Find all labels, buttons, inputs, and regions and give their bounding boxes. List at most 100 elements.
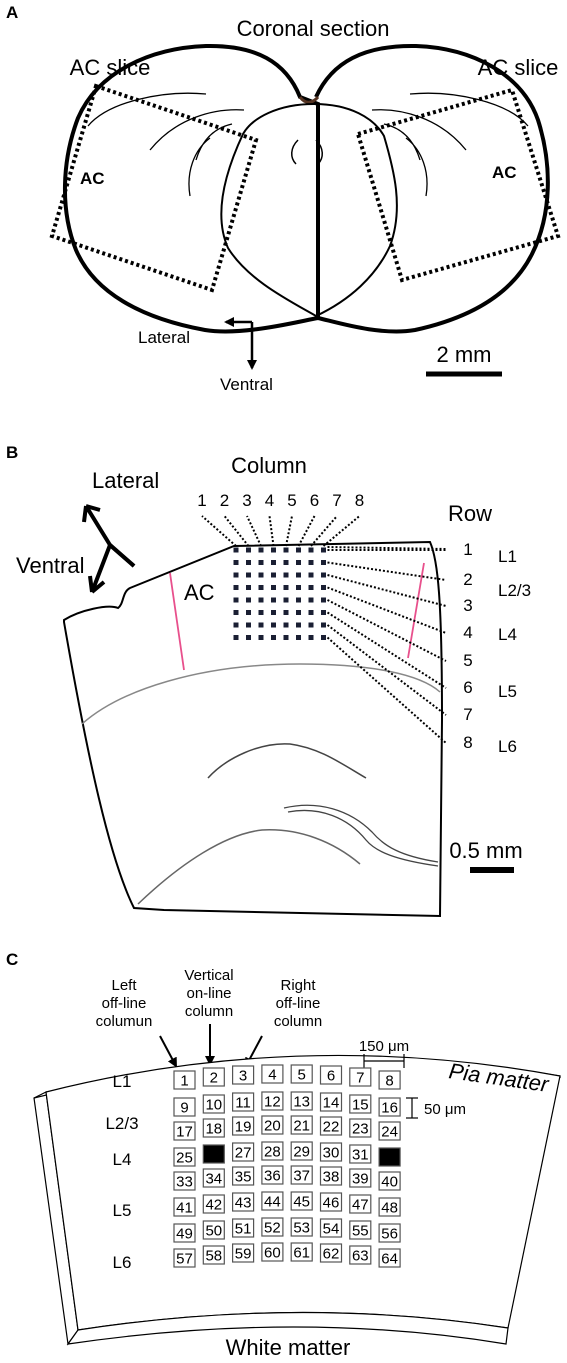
- panel-c-layer-label: L4: [113, 1150, 132, 1169]
- row-guide-line: [327, 561, 447, 581]
- svg-text:Vertical: Vertical: [184, 967, 233, 984]
- channel-number: 17: [176, 1124, 193, 1141]
- row-number: 7: [463, 705, 472, 724]
- channel-number: 42: [205, 1197, 222, 1214]
- electrode-site: [308, 572, 314, 578]
- channel-box: [202, 1245, 225, 1265]
- electrode-site: [283, 622, 289, 628]
- row-guide-line: [327, 599, 447, 662]
- brain-inner-region: [220, 102, 398, 318]
- column-guide-line: [201, 515, 237, 547]
- channel-number: 45: [293, 1194, 310, 1211]
- channel-box: [349, 1194, 372, 1214]
- channel-number: 29: [293, 1144, 310, 1161]
- electrode-site: [296, 597, 301, 603]
- electrode-site: [308, 585, 314, 590]
- electrode-site: [296, 585, 301, 590]
- svg-text:Right: Right: [280, 977, 316, 994]
- electrode-site: [233, 597, 239, 603]
- electrode-site: [321, 572, 326, 578]
- left-ac-slice-box: [49, 83, 259, 293]
- column-number: 8: [355, 491, 364, 510]
- panel-a-letter: A: [6, 3, 18, 22]
- electrode-site: [321, 622, 326, 628]
- channel-number: 52: [264, 1220, 281, 1237]
- panel-b-layer-label: L1: [498, 547, 517, 566]
- channel-number: 53: [293, 1220, 310, 1237]
- electrode-site: [283, 597, 289, 603]
- channel-number: 39: [352, 1171, 369, 1188]
- electrode-site: [233, 635, 239, 640]
- channel-box: [261, 1091, 284, 1111]
- electrode-site: [308, 547, 314, 553]
- channel-number: 26: [205, 1147, 222, 1164]
- channel-box: [290, 1165, 313, 1185]
- channel-box: [290, 1191, 313, 1211]
- panel-a-ventral-label: Ventral: [220, 375, 273, 394]
- electrode-site: [296, 622, 301, 628]
- channel-box: [319, 1243, 343, 1263]
- electrode-site: [246, 610, 251, 615]
- right-column-header: Right off-line column: [274, 977, 322, 1030]
- electrode-site: [296, 547, 301, 553]
- channel-number: 48: [381, 1200, 398, 1217]
- electrode-site: [321, 560, 326, 565]
- electrode-site: [246, 560, 251, 565]
- channel-number: 59: [235, 1246, 252, 1263]
- slice-outline: [63, 540, 444, 918]
- channel-box: [232, 1166, 255, 1186]
- channel-box: [202, 1067, 225, 1087]
- channel-box: [261, 1217, 284, 1237]
- channel-number: 8: [385, 1073, 393, 1090]
- electrode-site: [271, 572, 276, 578]
- left-column-arrow: [159, 1035, 177, 1068]
- channel-number: 7: [356, 1070, 364, 1087]
- electrode-site: [258, 560, 264, 565]
- row-number: 1: [463, 540, 472, 559]
- electrode-site: [246, 635, 251, 640]
- channel-box: [261, 1064, 284, 1084]
- electrode-site: [283, 547, 289, 553]
- channel-number: 14: [323, 1095, 340, 1112]
- channel-box: [319, 1092, 343, 1112]
- channel-box: [319, 1142, 343, 1162]
- electrode-site: [233, 560, 239, 565]
- electrode-site: [258, 572, 264, 578]
- channel-box: [173, 1121, 196, 1141]
- channel-number: 61: [293, 1245, 310, 1262]
- channel-box: [202, 1220, 225, 1240]
- channel-number: 9: [180, 1100, 188, 1117]
- svg-text:column: column: [185, 1003, 233, 1020]
- electrode-site: [233, 547, 239, 553]
- electrode-grid: [233, 547, 326, 640]
- column-title: Column: [231, 453, 307, 478]
- channel-box: [261, 1242, 284, 1262]
- channel-number: 62: [323, 1246, 340, 1263]
- column-number: 4: [265, 491, 274, 510]
- channel-box: [378, 1171, 401, 1191]
- channel-box: [173, 1097, 196, 1117]
- electrode-site: [296, 560, 301, 565]
- column-number: 7: [332, 491, 341, 510]
- channel-number: 32: [381, 1150, 398, 1167]
- panel-a-scale-label: 2 mm: [437, 342, 492, 367]
- brain-midline-notch: [298, 95, 320, 104]
- svg-text:column: column: [274, 1013, 322, 1030]
- electrode-guide-lines: [201, 515, 447, 744]
- electrode-site: [321, 635, 326, 640]
- left-column-header: Left off-line columun: [96, 977, 153, 1030]
- channel-number: 58: [205, 1248, 222, 1265]
- channel-box: [378, 1097, 401, 1117]
- channel-number: 56: [381, 1226, 398, 1243]
- channel-box: [349, 1220, 372, 1240]
- channel-number: 44: [264, 1194, 281, 1211]
- channel-number: 31: [352, 1147, 369, 1164]
- channel-box: [232, 1192, 255, 1212]
- channel-box: [202, 1194, 225, 1214]
- hippocampus-upper: [207, 743, 367, 779]
- electrode-site: [271, 635, 276, 640]
- column-guide-line: [310, 515, 338, 547]
- channel-number: 10: [205, 1097, 222, 1114]
- svg-text:columun: columun: [96, 1013, 153, 1030]
